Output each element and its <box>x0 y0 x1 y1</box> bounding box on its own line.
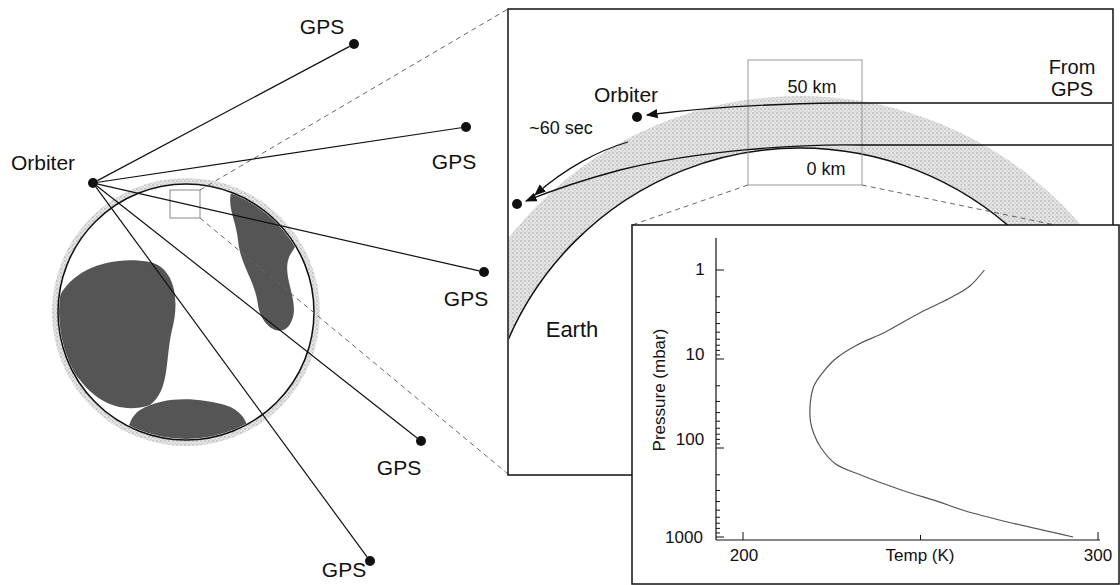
signal-path <box>97 46 349 180</box>
axis-tick <box>716 385 720 386</box>
signal-path <box>98 184 479 271</box>
axis-tick <box>716 359 724 360</box>
orbiter-label: Orbiter <box>594 83 658 106</box>
temperature-profile <box>810 270 1073 537</box>
axis-tick <box>716 428 720 429</box>
axis-tick <box>716 532 720 533</box>
earth-globe <box>52 9 508 474</box>
axis-tick <box>716 339 720 340</box>
signal-path <box>98 128 461 183</box>
axis-tick <box>716 537 724 538</box>
axis-tick <box>716 474 720 475</box>
axis-tick <box>716 270 724 271</box>
altitude-label: 0 km <box>806 160 845 180</box>
gps-label: GPS <box>444 287 488 310</box>
temperature-chart <box>632 225 1119 584</box>
orbiter-label: Orbiter <box>11 151 75 174</box>
gps-satellite-dot: GPS <box>461 122 471 132</box>
gps-satellite-dot: GPS <box>365 556 375 566</box>
tick-label: 1 <box>695 261 704 280</box>
gps-satellite-dot: GPS <box>416 436 426 446</box>
axis-tick <box>716 517 720 518</box>
signal-path <box>96 187 367 557</box>
axis-tick <box>716 439 720 440</box>
axis-title: Pressure (mbar) <box>651 329 670 452</box>
axis-tick <box>716 401 720 402</box>
axis-tick <box>716 350 720 351</box>
source-label: From GPS <box>1037 56 1107 100</box>
gps-label: GPS <box>432 150 476 173</box>
tick-label: 10 <box>686 346 705 365</box>
axis-tick <box>716 421 720 422</box>
axis-title: Temp (K) <box>886 547 955 566</box>
tick-label: 100 <box>676 431 704 450</box>
tick-label: 300 <box>1084 547 1112 566</box>
axis-tick <box>716 323 720 324</box>
gps-satellite-dot: GPS <box>349 39 359 49</box>
axis-tick <box>716 296 720 297</box>
axis-tick <box>716 528 720 529</box>
zoom-panel <box>430 9 1120 585</box>
gps-satellite-dot: GPS <box>479 267 489 277</box>
signal-path <box>97 186 417 438</box>
axis-tick <box>716 434 720 435</box>
axis-tick <box>1098 532 1099 540</box>
axis-tick <box>716 490 720 491</box>
axis-tick <box>716 501 720 502</box>
axis-tick <box>716 510 720 511</box>
axis-tick <box>716 332 720 333</box>
axis-tick <box>743 532 744 540</box>
altitude-label: 50 km <box>787 78 836 98</box>
axis-tick <box>716 345 720 346</box>
axis-tick <box>716 354 720 355</box>
axis-tick <box>716 448 724 449</box>
axis-tick <box>716 312 720 313</box>
axis-tick <box>716 443 720 444</box>
gps-label: GPS <box>377 456 421 479</box>
gps-label: GPS <box>300 15 344 38</box>
orbiter-dot: Orbiter <box>88 178 98 188</box>
axis-tick <box>716 412 720 413</box>
axis-tick <box>920 535 921 540</box>
gps-label: GPS <box>322 558 366 581</box>
tick-label: 200 <box>730 547 758 566</box>
tick-label: 1000 <box>665 529 703 548</box>
earth-label: Earth <box>546 318 599 342</box>
axis-tick <box>716 523 720 524</box>
time-label: ~60 sec <box>529 119 593 139</box>
